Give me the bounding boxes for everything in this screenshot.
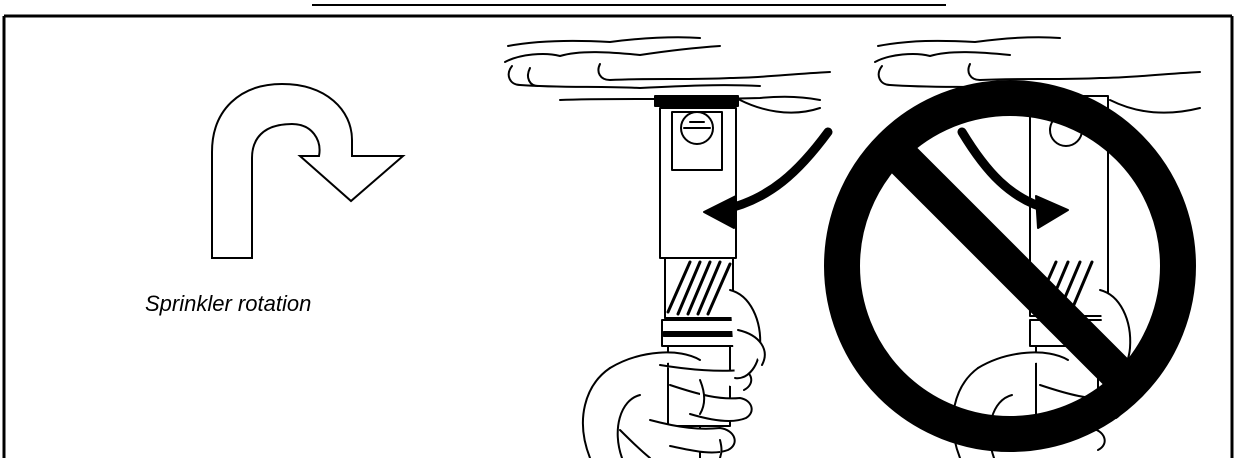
figure-caption: Sprinkler rotation	[145, 291, 311, 317]
prohibited-icon	[842, 98, 1178, 434]
correct-method-illustration	[505, 37, 830, 458]
rotation-arrow-icon	[212, 84, 403, 258]
